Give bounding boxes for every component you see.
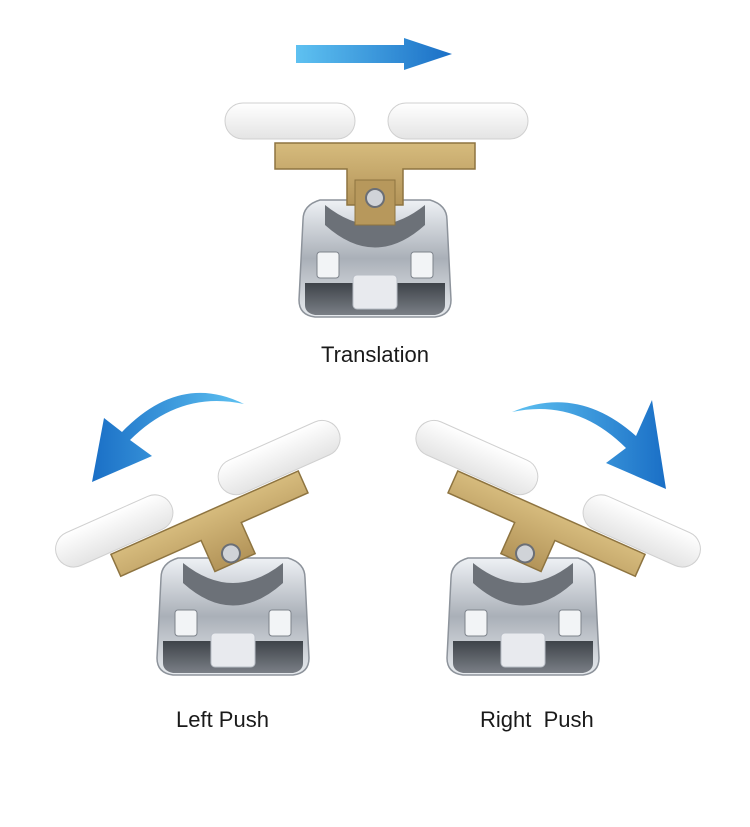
arrow-curve-left-icon: [92, 392, 244, 482]
roller-right-push-image: [415, 419, 701, 676]
caption-translation: Translation: [320, 342, 429, 367]
roller-left-push-image: [55, 419, 341, 676]
roller-translation-image: [224, 102, 529, 318]
arrow-right-icon: [296, 38, 452, 70]
arrow-curve-right-icon: [512, 400, 666, 489]
caption-right-push: Right Push: [480, 707, 594, 732]
caption-left-push: Left Push: [176, 707, 269, 732]
